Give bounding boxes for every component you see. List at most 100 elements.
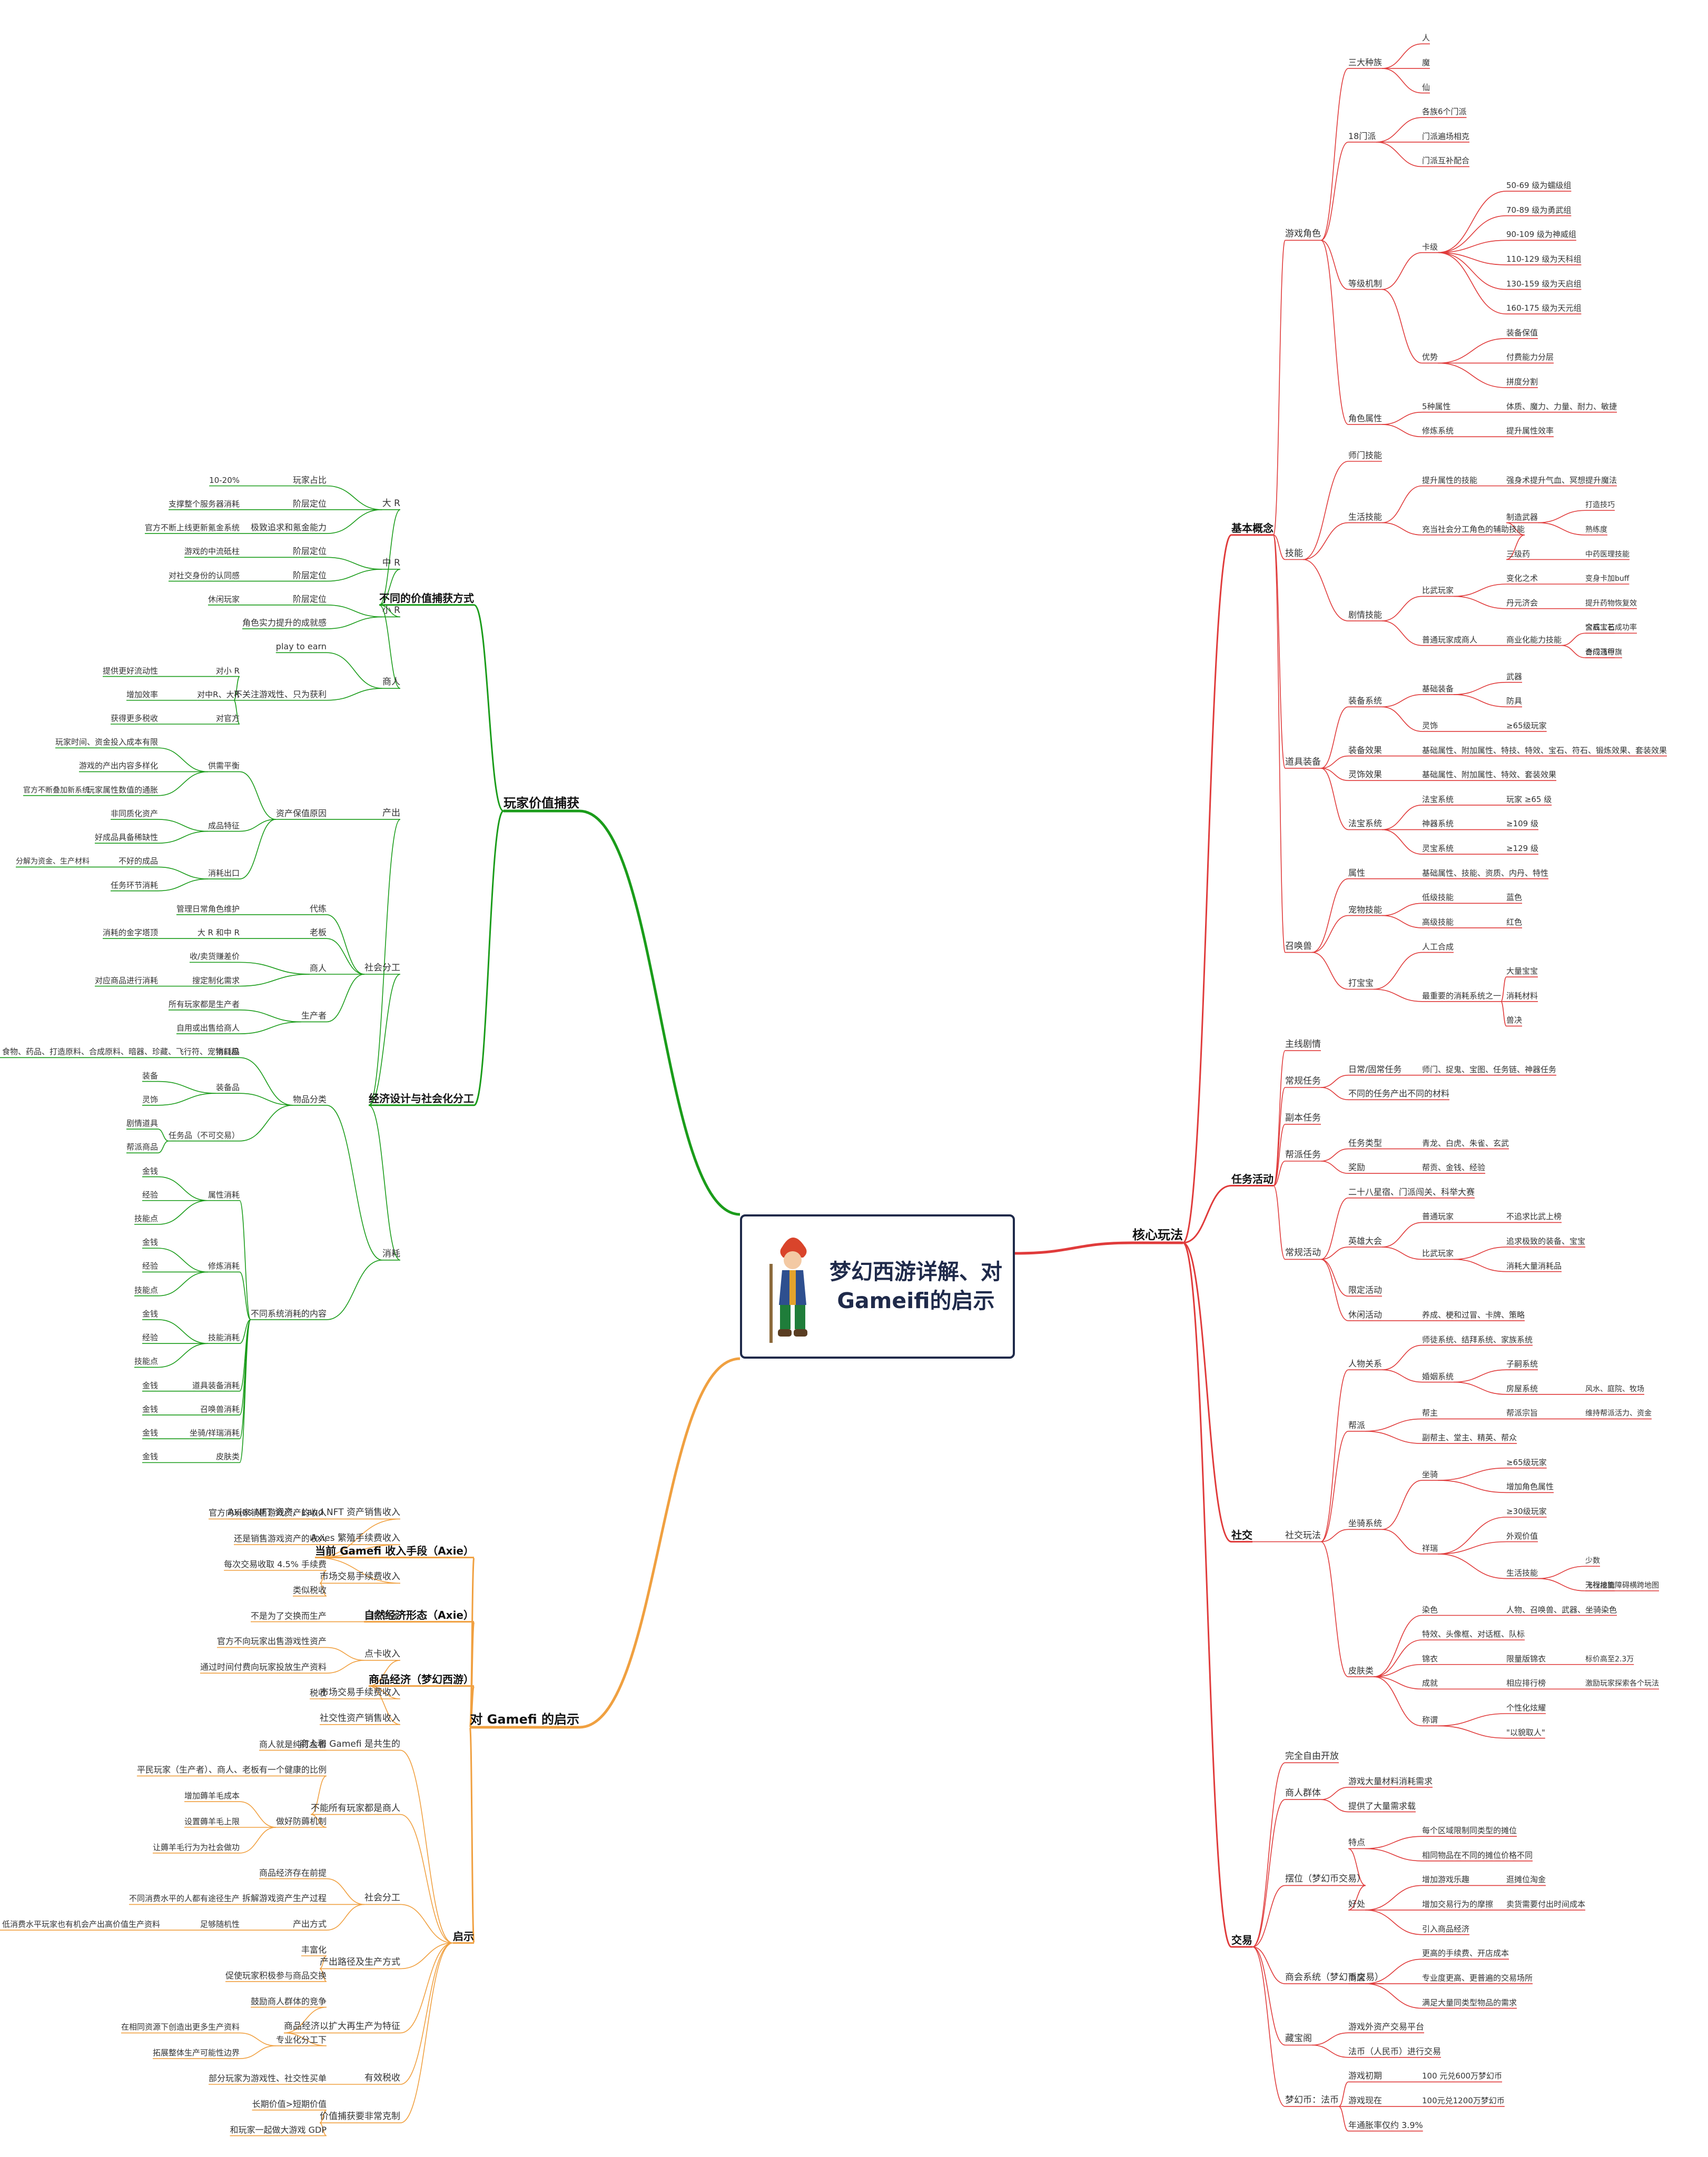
mind-map-node[interactable]: 自给自足 (364, 1610, 400, 1621)
mind-map-node[interactable]: 三级药 (1506, 549, 1531, 559)
mind-map-node[interactable]: 高级技能 (1422, 917, 1454, 927)
mind-map-node[interactable]: 婚姻系统 (1422, 1371, 1454, 1381)
mind-map-node[interactable]: 帮派任务 (1285, 1149, 1321, 1160)
mind-map-node[interactable]: 休闲玩家 (208, 594, 240, 604)
mind-map-node[interactable]: 100元兑1200万梦幻币 (1422, 2096, 1505, 2106)
mind-map-node[interactable]: 合成飞行旗 (1585, 648, 1622, 657)
mind-map-node[interactable]: 消耗出口 (208, 868, 240, 878)
mind-map-node[interactable]: 普通玩家 (1422, 1212, 1454, 1222)
mind-map-node[interactable]: 增加交易行为的摩擦 (1422, 1899, 1494, 1909)
mind-map-node[interactable]: ≥65级玩家 (1506, 720, 1547, 730)
mind-map-node[interactable]: 社会分工 (364, 963, 400, 973)
mind-map-node[interactable]: 产出 (382, 807, 400, 818)
mind-map-node[interactable]: 休闲活动 (1348, 1309, 1383, 1320)
mind-map-node[interactable]: 启示 (453, 1930, 474, 1943)
mind-map-node[interactable]: 人 (1422, 33, 1430, 43)
mind-map-node[interactable]: 坐骑 (1422, 1470, 1438, 1480)
mind-map-node[interactable]: 商品经济存在前提 (259, 1867, 327, 1878)
mind-map-node[interactable]: 增加效率 (126, 689, 158, 699)
mind-map-node[interactable]: 金钱 (142, 1380, 158, 1390)
mind-map-node[interactable]: 类似税收 (292, 1585, 327, 1595)
mind-map-node[interactable]: 成品特征 (208, 820, 240, 830)
mind-map-node[interactable]: 社交性资产销售收入 (320, 1713, 400, 1724)
mind-map-node[interactable]: 房屋系统 (1506, 1383, 1538, 1393)
mind-map-node[interactable]: 对应商品进行消耗 (94, 975, 158, 985)
root-node[interactable]: 梦幻西游详解、对Gameifi的启示 (740, 1214, 1015, 1359)
mind-map-node[interactable]: 各族6个门派 (1422, 107, 1467, 117)
mind-map-node[interactable]: 增加游戏乐趣 (1422, 1875, 1470, 1885)
mind-map-node[interactable]: 社会分工 (364, 1893, 400, 1904)
mind-map-node[interactable]: 在相同资源下创造出更多生产资料 (121, 2022, 240, 2032)
mind-map-node[interactable]: 梦幻币：法币 (1285, 2095, 1339, 2106)
mind-map-node[interactable]: 提升药物恢复效 (1585, 599, 1637, 608)
mind-map-node[interactable]: 交易 (1231, 1933, 1252, 1946)
mind-map-node[interactable]: 增加薅羊毛成本 (184, 1791, 240, 1801)
mind-map-node[interactable]: 官方不断叠加新系统 (23, 786, 90, 795)
mind-map-node[interactable]: 支撑整个服务器消耗 (168, 499, 240, 509)
mind-map-node[interactable]: 官方向玩家销售游戏资产的收入 (208, 1508, 327, 1518)
mind-map-node[interactable]: 维持帮派活力、资金 (1585, 1409, 1652, 1418)
mind-map-node[interactable]: 更高的手续费、开店成本 (1422, 1948, 1509, 1958)
mind-map-node[interactable]: 鼓励商人群体的竞争 (250, 1996, 327, 2006)
mind-map-node[interactable]: 人物、召唤兽、武器、坐骑染色 (1506, 1605, 1617, 1615)
mind-map-node[interactable]: 相应排行榜 (1506, 1678, 1546, 1688)
mind-map-node[interactable]: 不同系统消耗的内容 (250, 1308, 327, 1319)
mind-map-node[interactable]: 管理日常角色维护 (176, 904, 240, 914)
mind-map-node[interactable]: 卡级 (1422, 242, 1438, 252)
mind-map-node[interactable]: 英雄大会 (1348, 1236, 1383, 1246)
mind-map-node[interactable]: 提升属性效率 (1506, 426, 1554, 436)
mind-map-node[interactable]: 卖货需要付出时间成本 (1506, 1899, 1586, 1909)
mind-map-node[interactable]: 长期价值>短期价值 (252, 2099, 327, 2109)
mind-map-node[interactable]: 藏宝阁 (1285, 2033, 1312, 2044)
mind-map-node[interactable]: 师门技能 (1348, 450, 1383, 460)
mind-map-node[interactable]: 市场交易手续费收入 (320, 1687, 400, 1698)
mind-map-node[interactable]: ≥129 级 (1506, 844, 1538, 854)
mind-map-node[interactable]: 熟练度 (1585, 525, 1607, 534)
mind-map-node[interactable]: 非同质化资产 (110, 808, 158, 818)
mind-map-node[interactable]: 每次交易收取 4.5% 手续费 (224, 1559, 327, 1569)
mind-map-node[interactable]: 子嗣系统 (1506, 1359, 1538, 1369)
mind-map-node[interactable]: 祥瑞 (1422, 1543, 1438, 1553)
mind-map-node[interactable]: ≥30级玩家 (1506, 1506, 1547, 1516)
mind-map-node[interactable]: 道具装备 (1285, 756, 1321, 767)
mind-map-node[interactable]: 帮贡、金钱、经验 (1422, 1163, 1486, 1173)
mind-map-node[interactable]: 等级机制 (1348, 278, 1383, 289)
mind-map-node[interactable]: 大 R (382, 498, 400, 509)
mind-map-node[interactable]: 角色属性 (1348, 413, 1383, 424)
mind-map-node[interactable]: 消耗的金字塔顶 (102, 928, 158, 938)
mind-map-node[interactable]: 标价高至2.3万 (1585, 1655, 1634, 1664)
mind-map-node[interactable]: 打造技巧 (1585, 501, 1615, 510)
mind-map-node[interactable]: 玩家 ≥65 级 (1506, 794, 1552, 804)
mind-map-node[interactable]: 奇门遁甲 (1585, 648, 1615, 657)
mind-map-node[interactable]: 限量版锦衣 (1506, 1654, 1546, 1664)
mind-map-node[interactable]: 师门、捉鬼、宝图、任务链、神器任务 (1422, 1064, 1557, 1074)
mind-map-node[interactable]: 技能 (1285, 548, 1303, 559)
mind-map-node[interactable]: 充当社会分工角色的辅助技能 (1422, 524, 1525, 534)
mind-map-node[interactable]: 强身术提升气血、冥想提升魔法 (1506, 475, 1617, 485)
mind-map-node[interactable]: 自用或出售给商人 (176, 1023, 240, 1033)
mind-map-node[interactable]: 价值捕获要非常克制 (320, 2111, 400, 2122)
mind-map-node[interactable]: 师徒系统、结拜系统、家族系统 (1422, 1334, 1533, 1344)
mind-map-node[interactable]: 160-175 级为天元组 (1506, 303, 1582, 313)
mind-map-node[interactable]: 玩家占比 (292, 474, 327, 485)
mind-map-node[interactable]: 商人和 Gamefi 是共生的 (299, 1738, 400, 1749)
mind-map-node[interactable]: 有效税收 (364, 2073, 400, 2083)
mind-map-node[interactable]: 当前 Gamefi 收入手段（Axie） (315, 1544, 474, 1557)
mind-map-node[interactable]: 染色 (1422, 1605, 1438, 1615)
branch-core-label[interactable]: 核心玩法 (1132, 1228, 1183, 1242)
mind-map-node[interactable]: 经济设计与社会化分工 (369, 1092, 474, 1105)
mind-map-node[interactable]: 游戏现在 (1348, 2095, 1383, 2106)
mind-map-node[interactable]: 三大种族 (1348, 57, 1383, 67)
mind-map-node[interactable]: 低级技能 (1422, 893, 1454, 903)
mind-map-node[interactable]: 对社交身份的认同感 (168, 570, 240, 580)
mind-map-node[interactable]: 足够随机性 (200, 1919, 240, 1930)
mind-map-node[interactable]: 帮派商品 (126, 1142, 158, 1152)
mind-map-node[interactable]: 副本任务 (1285, 1112, 1321, 1123)
mind-map-node[interactable]: 变化之术 (1506, 573, 1538, 583)
mind-map-node[interactable]: 商业化能力技能 (1506, 635, 1562, 645)
mind-map-node[interactable]: 装备保值 (1506, 328, 1538, 338)
mind-map-node[interactable]: 生活技能 (1506, 1568, 1538, 1578)
mind-map-node[interactable]: 帮主 (1422, 1408, 1438, 1418)
mind-map-node[interactable]: 法宝系统 (1422, 794, 1454, 804)
mind-map-node[interactable]: Axies NFT 资产、Land NFT 资产销售收入 (228, 1507, 400, 1518)
